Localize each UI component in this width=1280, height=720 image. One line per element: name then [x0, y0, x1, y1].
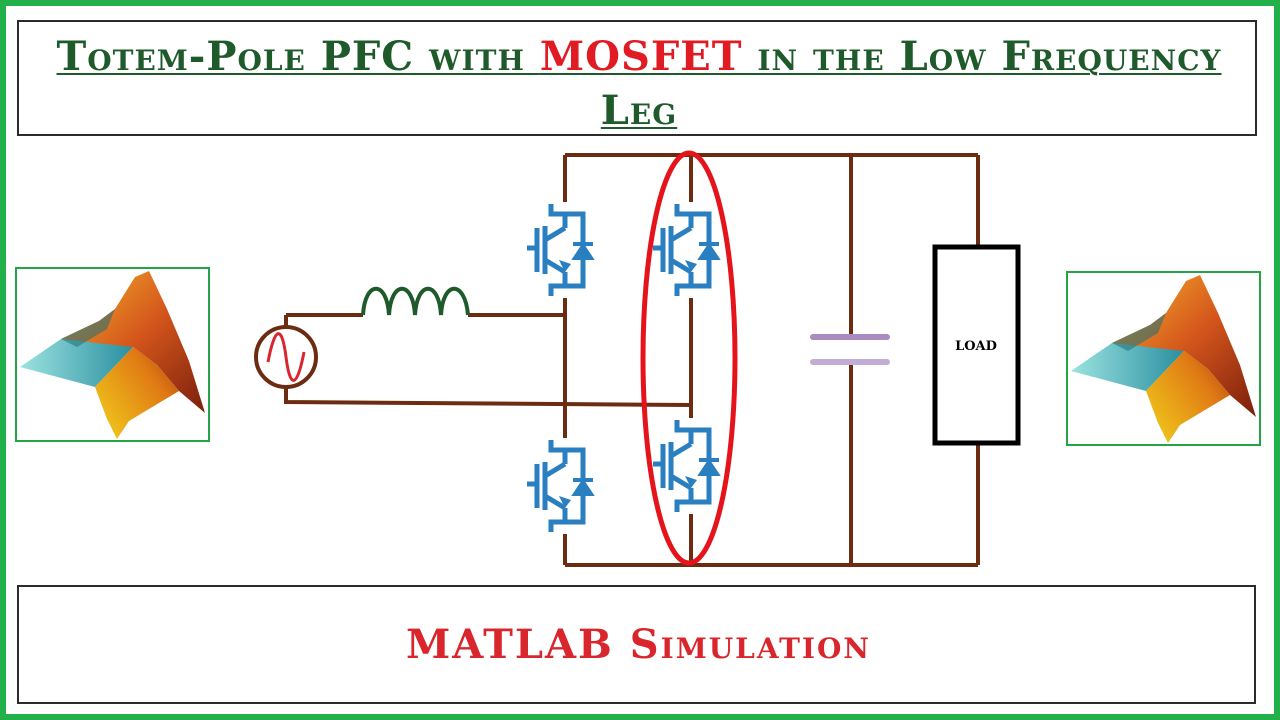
page-title: Totem-Pole PFC with MOSFET in the Low Fr… — [19, 30, 1259, 138]
title-part-1: Totem-Pole PFC with — [56, 33, 540, 80]
matlab-logo-left — [15, 267, 210, 442]
inductor — [361, 286, 470, 316]
matlab-logo-icon — [1071, 275, 1256, 443]
low-frequency-leg-highlight — [640, 150, 738, 566]
footer-label: MATLAB Simulation — [406, 621, 871, 668]
title-highlight: MOSFET — [539, 33, 743, 80]
matlab-logo-icon — [20, 271, 205, 439]
title-box: Totem-Pole PFC with MOSFET in the Low Fr… — [17, 20, 1257, 136]
load: LOAD — [932, 244, 1021, 446]
capacitor — [810, 334, 890, 365]
switch-s2 — [527, 438, 598, 534]
ac-source — [254, 325, 318, 389]
switch-s4 — [653, 418, 724, 514]
switch-s1 — [527, 202, 598, 298]
load-label: LOAD — [955, 339, 997, 354]
matlab-logo-right — [1066, 271, 1261, 446]
footer-box: MATLAB Simulation — [17, 585, 1256, 704]
switch-s3 — [653, 202, 724, 298]
title-part-2: in the Low Frequency Leg — [600, 33, 1222, 134]
